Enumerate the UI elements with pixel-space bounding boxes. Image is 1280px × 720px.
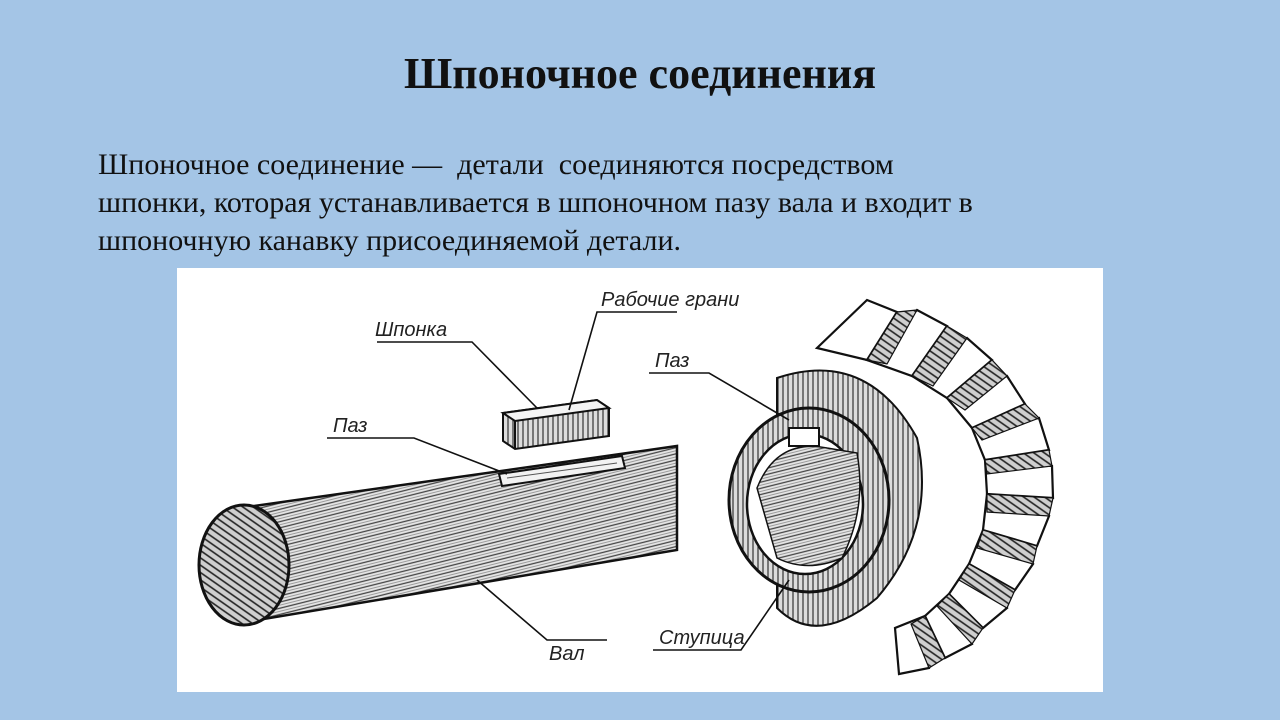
label-hub: Ступица — [659, 627, 745, 649]
label-hub-groove: Паз — [655, 350, 689, 372]
leader-lines — [327, 311, 790, 651]
key-joint-drawing: Шпонка Рабочие грани Паз Паз Вал Ступица — [197, 289, 1055, 676]
body-line: шпоночную канавку присоединяемой детали. — [98, 224, 682, 257]
slide-title: Шпоночное соединения — [403, 49, 877, 98]
label-shaft: Вал — [549, 643, 585, 665]
label-working-faces: Рабочие грани — [601, 289, 739, 311]
label-shaft-groove: Паз — [333, 415, 367, 437]
gear-with-hub — [727, 298, 1055, 676]
shaft — [197, 444, 679, 627]
label-key: Шпонка — [375, 319, 447, 341]
key-joint-illustration: Шпонка Рабочие грани Паз Паз Вал Ступица — [177, 268, 1103, 692]
slide-body-text: Шпоночное соединение — детали соединяютс… — [98, 146, 1208, 260]
body-line: шпонки, которая устанавливается в шпоноч… — [98, 186, 973, 219]
key — [500, 398, 612, 451]
body-line: Шпоночное соединение — детали соединяютс… — [98, 148, 894, 181]
